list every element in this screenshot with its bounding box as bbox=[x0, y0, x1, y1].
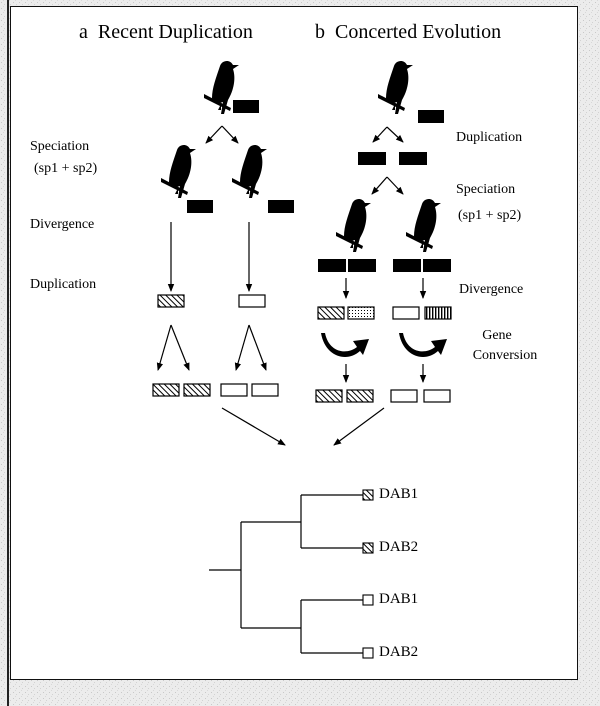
label-species-a: (sp1 + sp2) bbox=[34, 161, 98, 176]
gene-box-hatched bbox=[152, 383, 180, 397]
panel-b-letter: b bbox=[315, 21, 325, 43]
label-duplication-b: Duplication bbox=[456, 130, 523, 145]
bird-icon bbox=[161, 144, 196, 198]
panel-a-letter: a bbox=[79, 21, 88, 43]
gene-box-hatched bbox=[183, 383, 211, 397]
gene-box-striped bbox=[424, 306, 452, 320]
label-divergence-a: Divergence bbox=[30, 217, 95, 232]
gene-box bbox=[268, 200, 294, 213]
arrow bbox=[333, 407, 385, 446]
gene-box bbox=[358, 152, 386, 165]
label-gene: Gene bbox=[482, 328, 512, 343]
gene-box bbox=[393, 259, 421, 272]
gene-box-open bbox=[390, 389, 418, 403]
phylogenetic-tree bbox=[209, 494, 363, 654]
arrow bbox=[371, 176, 388, 195]
tree-leaf-label: DAB1 bbox=[379, 486, 419, 502]
gene-box-open bbox=[423, 389, 451, 403]
gene-box-hatched bbox=[346, 389, 374, 403]
arrow bbox=[156, 324, 172, 371]
arrow bbox=[221, 407, 286, 446]
arrow bbox=[234, 324, 250, 371]
arrow bbox=[248, 324, 267, 371]
tree-leaf-label: DAB2 bbox=[379, 539, 419, 555]
leaf-marker-hatched bbox=[362, 489, 374, 501]
tree-leaf-label: DAB1 bbox=[379, 591, 419, 607]
bird-icon bbox=[232, 144, 267, 198]
gene-box bbox=[399, 152, 427, 165]
gene-box-hatched bbox=[157, 294, 185, 308]
arrow bbox=[205, 125, 223, 144]
label-species-b: (sp1 + sp2) bbox=[458, 208, 522, 223]
arrow bbox=[386, 176, 404, 195]
left-border-line bbox=[7, 0, 9, 706]
conversion-arrow-icon bbox=[321, 333, 369, 357]
panel-b-title: b Concerted Evolution bbox=[315, 22, 501, 42]
gene-box bbox=[418, 110, 444, 123]
panel-a-title-text: Recent Duplication bbox=[97, 21, 253, 43]
gene-box-open bbox=[238, 294, 266, 308]
conversion-arrow-icon bbox=[399, 333, 447, 357]
gene-box-hatched bbox=[317, 306, 345, 320]
gene-box-open bbox=[220, 383, 248, 397]
tree-leaf-label: DAB2 bbox=[379, 644, 419, 660]
panel-a-title: a Recent Duplication bbox=[79, 22, 253, 42]
leaf-marker-open bbox=[362, 594, 374, 606]
bird-icon bbox=[406, 198, 441, 252]
gene-box bbox=[423, 259, 451, 272]
label-duplication-a: Duplication bbox=[30, 277, 97, 292]
arrow bbox=[386, 126, 404, 143]
gene-box bbox=[318, 259, 346, 272]
label-conversion: Conversion bbox=[472, 348, 538, 363]
leaf-marker-open bbox=[362, 647, 374, 659]
gene-box bbox=[348, 259, 376, 272]
label-divergence-b: Divergence bbox=[459, 282, 524, 297]
gene-box-dotted bbox=[347, 306, 375, 320]
arrow bbox=[221, 125, 239, 144]
figure-panel bbox=[10, 6, 578, 680]
label-speciation-b: Speciation bbox=[456, 182, 516, 197]
arrow bbox=[170, 324, 190, 371]
gene-box-open bbox=[251, 383, 279, 397]
gene-box-hatched bbox=[315, 389, 343, 403]
gene-box-open bbox=[392, 306, 420, 320]
leaf-marker-hatched bbox=[362, 542, 374, 554]
label-speciation-a: Speciation bbox=[30, 139, 90, 154]
panel-b-title-text: Concerted Evolution bbox=[335, 21, 502, 43]
gene-box bbox=[233, 100, 259, 113]
gene-box bbox=[187, 200, 213, 213]
bird-icon bbox=[378, 60, 413, 114]
arrow bbox=[372, 126, 388, 143]
bird-icon bbox=[336, 198, 371, 252]
